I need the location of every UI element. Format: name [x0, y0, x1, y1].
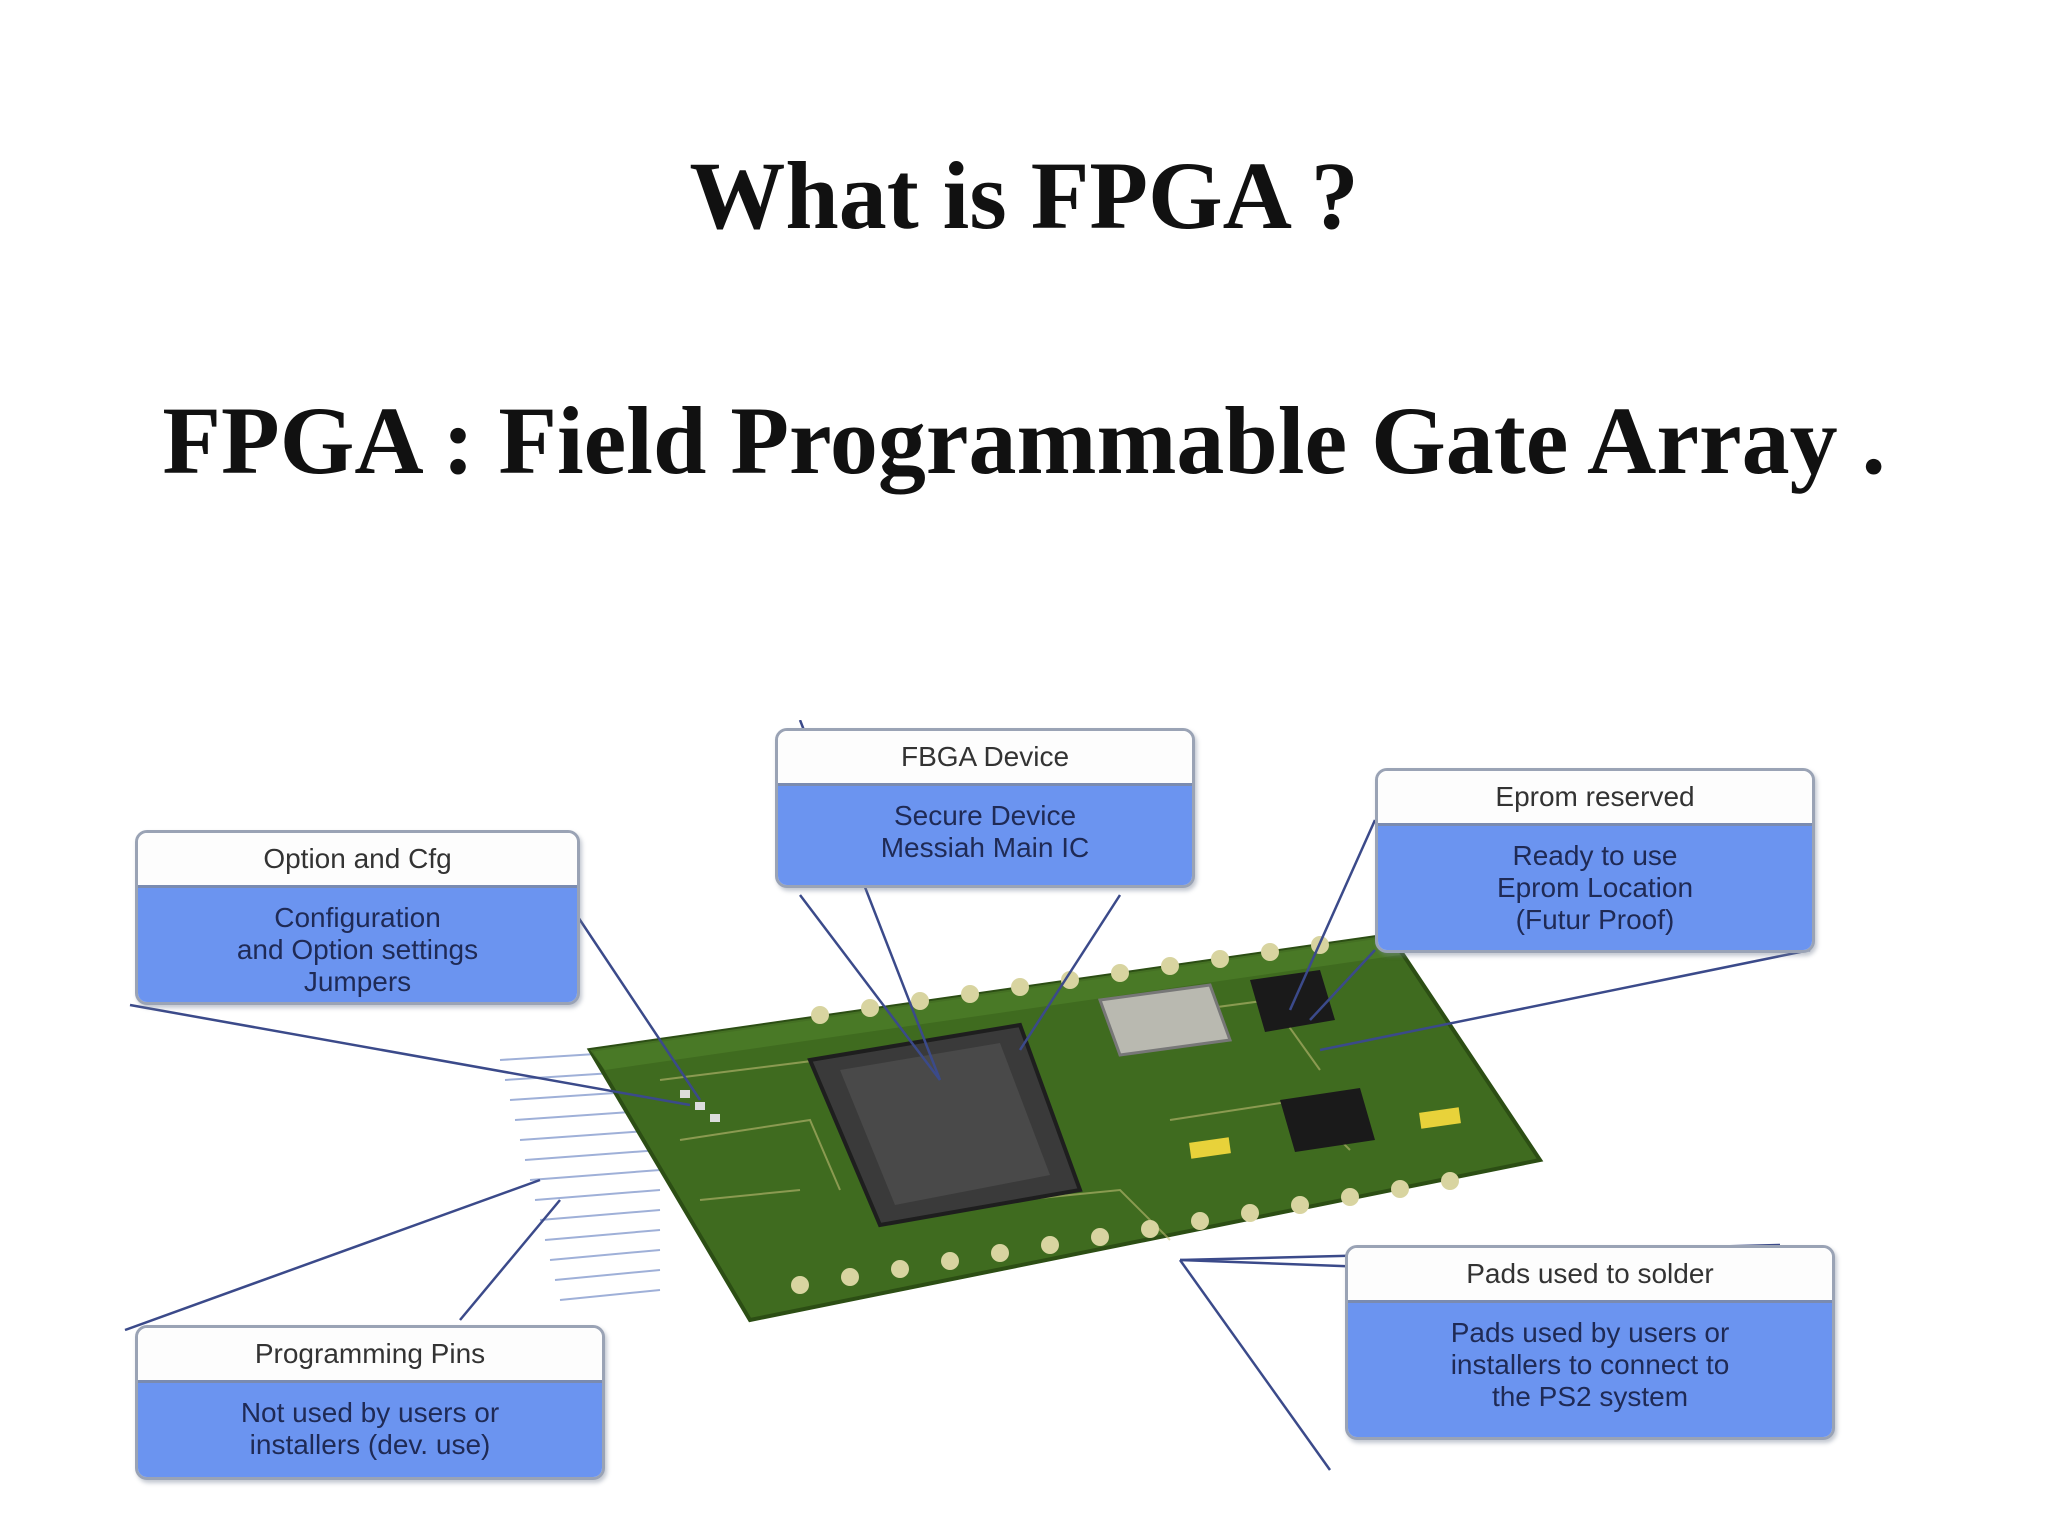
callout-line: Jumpers — [303, 966, 412, 997]
option-jumpers — [680, 1090, 720, 1122]
yellow-pad-1 — [1189, 1137, 1231, 1159]
solder-pads — [791, 936, 1459, 1294]
fpga-board-diagram: Option and Cfg Configuration and Option … — [120, 720, 1900, 1500]
callout-line: Pads used by users or — [1450, 1317, 1730, 1348]
callout-heading: Eprom reserved — [1378, 771, 1812, 826]
callout-line: (Futur Proof) — [1515, 904, 1675, 935]
callout-line: Configuration — [274, 902, 441, 933]
callout-body: Not used by users or installers (dev. us… — [138, 1383, 602, 1477]
callout-heading: Pads used to solder — [1348, 1248, 1832, 1303]
callout-heading: Option and Cfg — [138, 833, 577, 888]
callout-programming-pins: Programming Pins Not used by users or in… — [135, 1325, 605, 1480]
callout-option-cfg: Option and Cfg Configuration and Option … — [135, 830, 580, 1005]
callout-heading: Programming Pins — [138, 1328, 602, 1383]
callout-pads-solder: Pads used to solder Pads used by users o… — [1345, 1245, 1835, 1440]
callout-body: Configuration and Option settings Jumper… — [138, 888, 577, 1002]
callout-line: installers (dev. use) — [249, 1429, 491, 1460]
callout-line: installers to connect to — [1450, 1349, 1730, 1380]
callout-line: Eprom Location — [1496, 872, 1694, 903]
callout-line: Messiah Main IC — [880, 832, 1090, 863]
callout-line: and Option settings — [236, 934, 479, 965]
jumper-block-bottom — [1280, 1088, 1375, 1152]
eprom-chip — [1097, 983, 1233, 1057]
slide-title: What is FPGA ? — [689, 142, 1359, 249]
callout-body: Pads used by users or installers to conn… — [1348, 1303, 1832, 1437]
callout-body: Ready to use Eprom Location (Futur Proof… — [1378, 826, 1812, 950]
callout-fbga-device: FBGA Device Secure Device Messiah Main I… — [775, 728, 1195, 888]
callout-line: Not used by users or — [240, 1397, 500, 1428]
callout-eprom-reserved: Eprom reserved Ready to use Eprom Locati… — [1375, 768, 1815, 953]
yellow-pad-2 — [1419, 1107, 1461, 1129]
programming-pin-leads — [499, 1049, 661, 1301]
callout-line: Ready to use — [1512, 840, 1678, 871]
callout-line: the PS2 system — [1491, 1381, 1689, 1412]
callout-line: Secure Device — [893, 800, 1077, 831]
callout-heading: FBGA Device — [778, 731, 1192, 786]
board-illustration — [124, 720, 1811, 1471]
callout-body: Secure Device Messiah Main IC — [778, 786, 1192, 885]
slide-subtitle: FPGA : Field Programmable Gate Array . — [162, 387, 1886, 494]
